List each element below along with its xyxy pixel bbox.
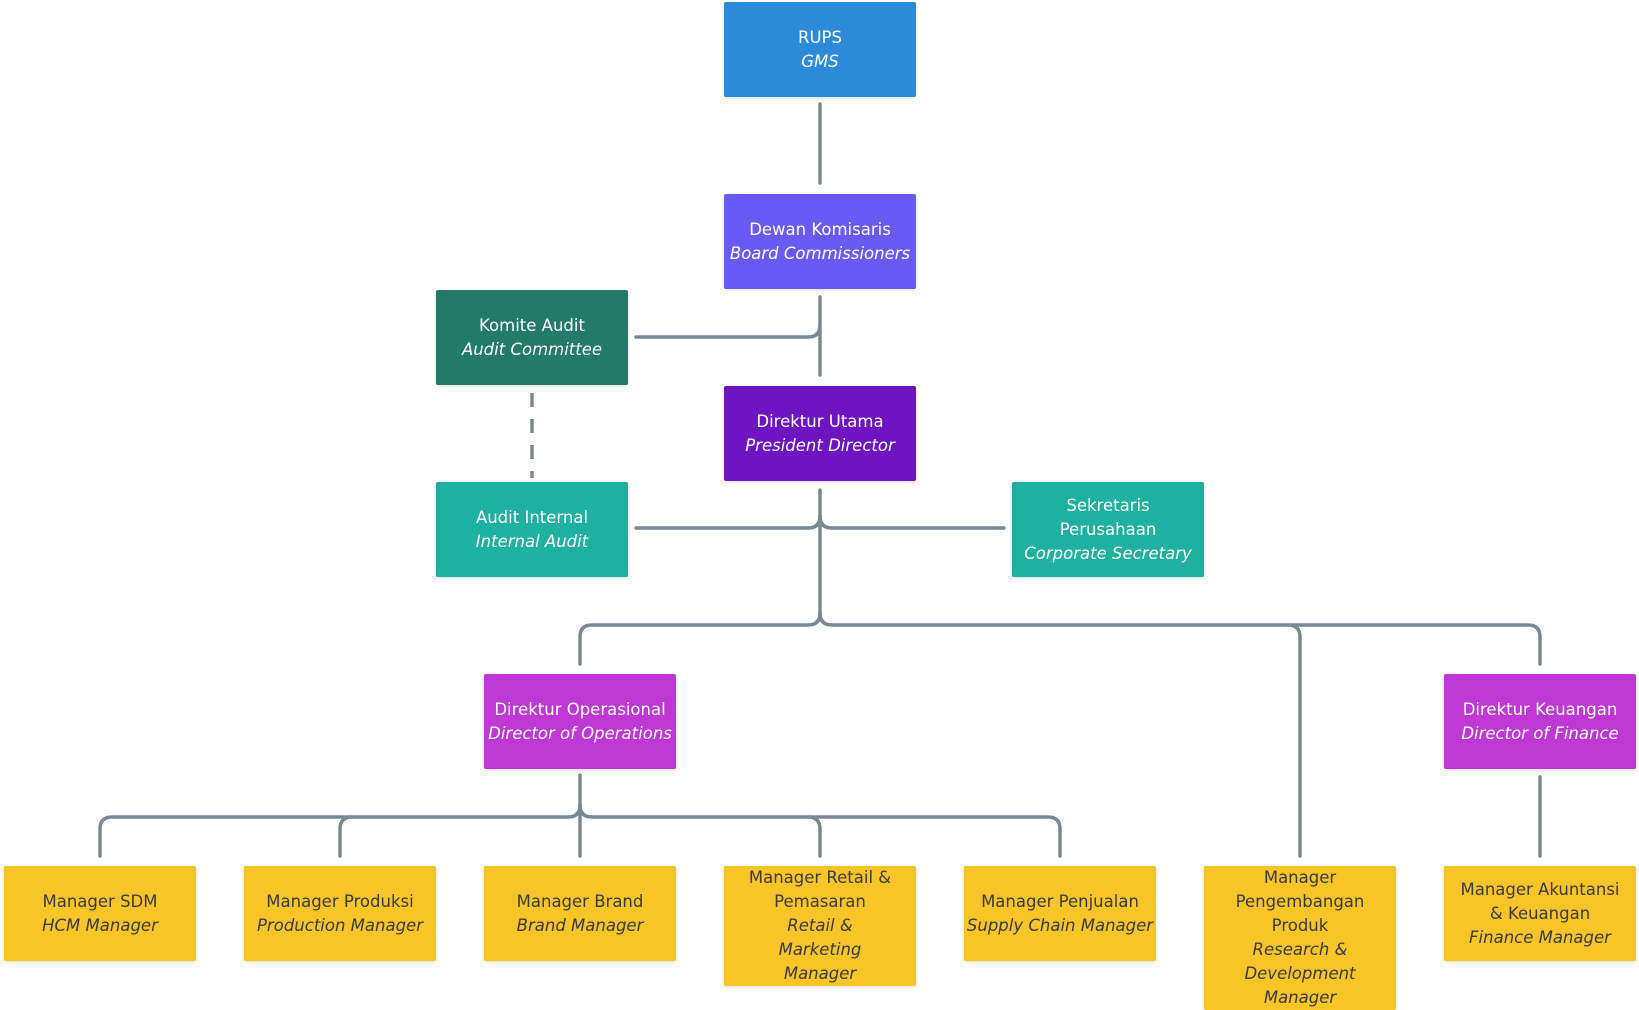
connector-secretary — [818, 514, 1006, 530]
node-manager-accounting-finance: Manager Akuntansi & Keuangan Finance Man… — [1444, 866, 1636, 961]
node-mgr-rnd-label-id: Manager Pengembangan Produk — [1235, 868, 1365, 935]
node-dir-fin-label-id: Direktur Keuangan — [1462, 699, 1618, 719]
node-rups: RUPS GMS — [724, 2, 916, 97]
node-manager-retail-marketing: Manager Retail & Pemasaran Retail & Mark… — [724, 866, 916, 986]
node-audit-committee-label-en: Audit Committee — [461, 339, 603, 359]
connector-mgr-sales — [578, 803, 1062, 858]
node-manager-brand: Manager Brand Brand Manager — [484, 866, 676, 961]
node-internal-audit: Audit Internal Internal Audit — [436, 482, 628, 577]
connector-audit-committee — [634, 323, 822, 339]
node-dir-ops-label-en: Director of Operations — [488, 723, 672, 743]
node-board-label-en: Board Commissioners — [729, 243, 911, 263]
connector-internal-audit — [634, 514, 822, 530]
node-internal-audit-label-en: Internal Audit — [475, 531, 589, 551]
connector-rnd-branch — [818, 611, 1302, 858]
node-rups-label-id: RUPS — [798, 27, 842, 47]
node-mgr-prod-label-en: Production Manager — [256, 915, 423, 935]
node-secretary-label-id: Sekretaris Perusahaan — [1059, 495, 1157, 539]
node-manager-sdm: Manager SDM HCM Manager — [4, 866, 196, 961]
node-president-label-id: Direktur Utama — [756, 411, 884, 431]
node-mgr-brand-label-id: Manager Brand — [516, 891, 644, 911]
node-audit-committee-label-id: Komite Audit — [479, 315, 585, 335]
node-secretary-label-en: Corporate Secretary — [1024, 543, 1192, 563]
node-mgr-brand-label-en: Brand Manager — [516, 915, 644, 935]
node-board-label-id: Dewan Komisaris — [749, 219, 891, 239]
connector-mgr-retail — [806, 815, 822, 858]
node-manager-product-development: Manager Pengembangan Produk Research & D… — [1204, 866, 1396, 1010]
node-internal-audit-label-id: Audit Internal — [475, 507, 589, 527]
node-dir-fin-label-en: Director of Finance — [1461, 723, 1619, 743]
node-manager-sales: Manager Penjualan Supply Chain Manager — [964, 866, 1156, 961]
node-mgr-acct-label-en: Finance Manager — [1469, 927, 1611, 947]
node-mgr-retail-label-en: Retail & Marketing Manager — [778, 916, 862, 983]
node-corporate-secretary: Sekretaris Perusahaan Corporate Secretar… — [1012, 482, 1204, 577]
connector-mgr-prod — [338, 815, 354, 858]
node-mgr-prod-label-id: Manager Produksi — [266, 891, 414, 911]
node-mgr-sales-label-en: Supply Chain Manager — [966, 915, 1154, 935]
node-mgr-rnd-label-en: Research & Development Manager — [1244, 940, 1356, 1007]
node-director-finance: Direktur Keuangan Director of Finance — [1444, 674, 1636, 769]
node-rups-label-en: GMS — [801, 51, 839, 71]
node-president-director: Direktur Utama President Director — [724, 386, 916, 481]
node-audit-committee: Komite Audit Audit Committee — [436, 290, 628, 385]
node-mgr-sdm-label-id: Manager SDM — [42, 891, 158, 911]
node-board-commissioners: Dewan Komisaris Board Commissioners — [724, 194, 916, 289]
node-director-operations: Direktur Operasional Director of Operati… — [484, 674, 676, 769]
node-mgr-sdm-label-en: HCM Manager — [42, 915, 158, 935]
node-mgr-sales-label-id: Manager Penjualan — [981, 891, 1139, 911]
node-manager-production: Manager Produksi Production Manager — [244, 866, 436, 961]
node-mgr-acct-label-id: Manager Akuntansi & Keuangan — [1460, 879, 1620, 923]
node-dir-ops-label-id: Direktur Operasional — [494, 699, 666, 719]
connector-dir-fin-branch — [1286, 623, 1542, 666]
node-mgr-retail-label-id: Manager Retail & Pemasaran — [748, 868, 892, 911]
node-president-label-en: President Director — [745, 435, 895, 455]
connector-dir-ops-branch — [578, 611, 822, 666]
